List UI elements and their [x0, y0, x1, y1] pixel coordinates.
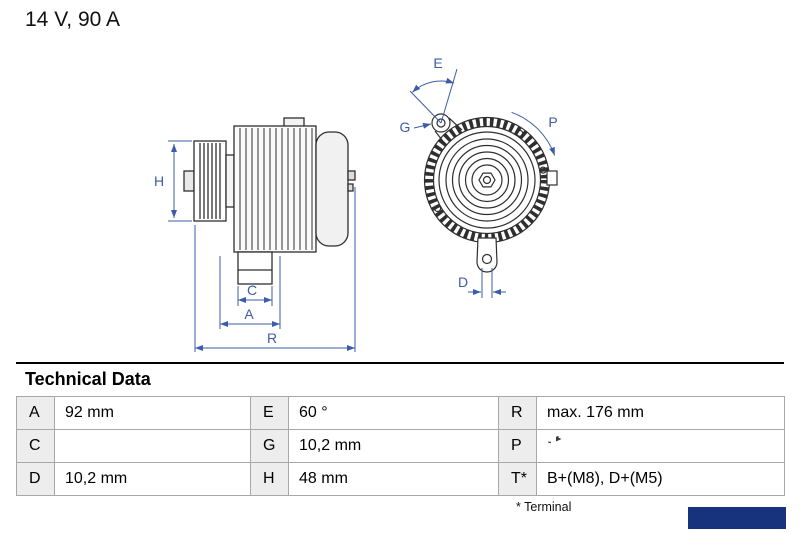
section-divider — [16, 362, 784, 364]
dim-label-d: D — [458, 274, 468, 290]
table-row: A 92 mm E 60 ° R max. 176 mm — [16, 396, 785, 430]
dim-label-h: H — [154, 173, 164, 189]
front-view-dimensions — [409, 68, 556, 298]
spec-label: H — [250, 462, 289, 496]
spec-label: C — [16, 429, 55, 463]
technical-data-table: A 92 mm E 60 ° R max. 176 mm C G 10,2 mm… — [16, 396, 785, 496]
spec-value: 92 mm — [54, 396, 251, 430]
technical-data-title: Technical Data — [25, 369, 151, 389]
rotation-clockwise-icon — [547, 436, 562, 444]
side-view-dimensions — [168, 140, 356, 352]
spec-label: T* — [498, 462, 537, 496]
spec-value: 10,2 mm — [288, 429, 499, 463]
spec-value: 48 mm — [288, 462, 499, 496]
spec-label: P — [498, 429, 537, 463]
rotation-direction-cell — [536, 429, 785, 463]
table-row: C G 10,2 mm P — [16, 429, 785, 463]
alternator-front-view — [423, 113, 558, 273]
spec-label: R — [498, 396, 537, 430]
alternator-diagram: H C A R — [154, 55, 558, 352]
spec-value — [54, 429, 251, 463]
dim-label-c: C — [247, 282, 257, 298]
dim-label-a: A — [244, 306, 254, 322]
spec-label: G — [250, 429, 289, 463]
product-rating: 14 V, 90 A — [25, 8, 120, 31]
spec-label: A — [16, 396, 55, 430]
spec-label: D — [16, 462, 55, 496]
spec-value: max. 176 mm — [536, 396, 785, 430]
table-row: D 10,2 mm H 48 mm T* B+(M8), D+(M5) — [16, 462, 785, 496]
dim-label-r: R — [267, 330, 277, 346]
spec-label: E — [250, 396, 289, 430]
spec-value: B+(M8), D+(M5) — [536, 462, 785, 496]
spec-value: 10,2 mm — [54, 462, 251, 496]
dim-label-e: E — [433, 55, 442, 71]
dim-label-p: P — [548, 114, 557, 130]
terminal-footnote: * Terminal — [516, 500, 572, 514]
brand-box — [688, 507, 786, 529]
alternator-side-view — [183, 117, 356, 285]
spec-value: 60 ° — [288, 396, 499, 430]
dim-label-g: G — [400, 119, 411, 135]
